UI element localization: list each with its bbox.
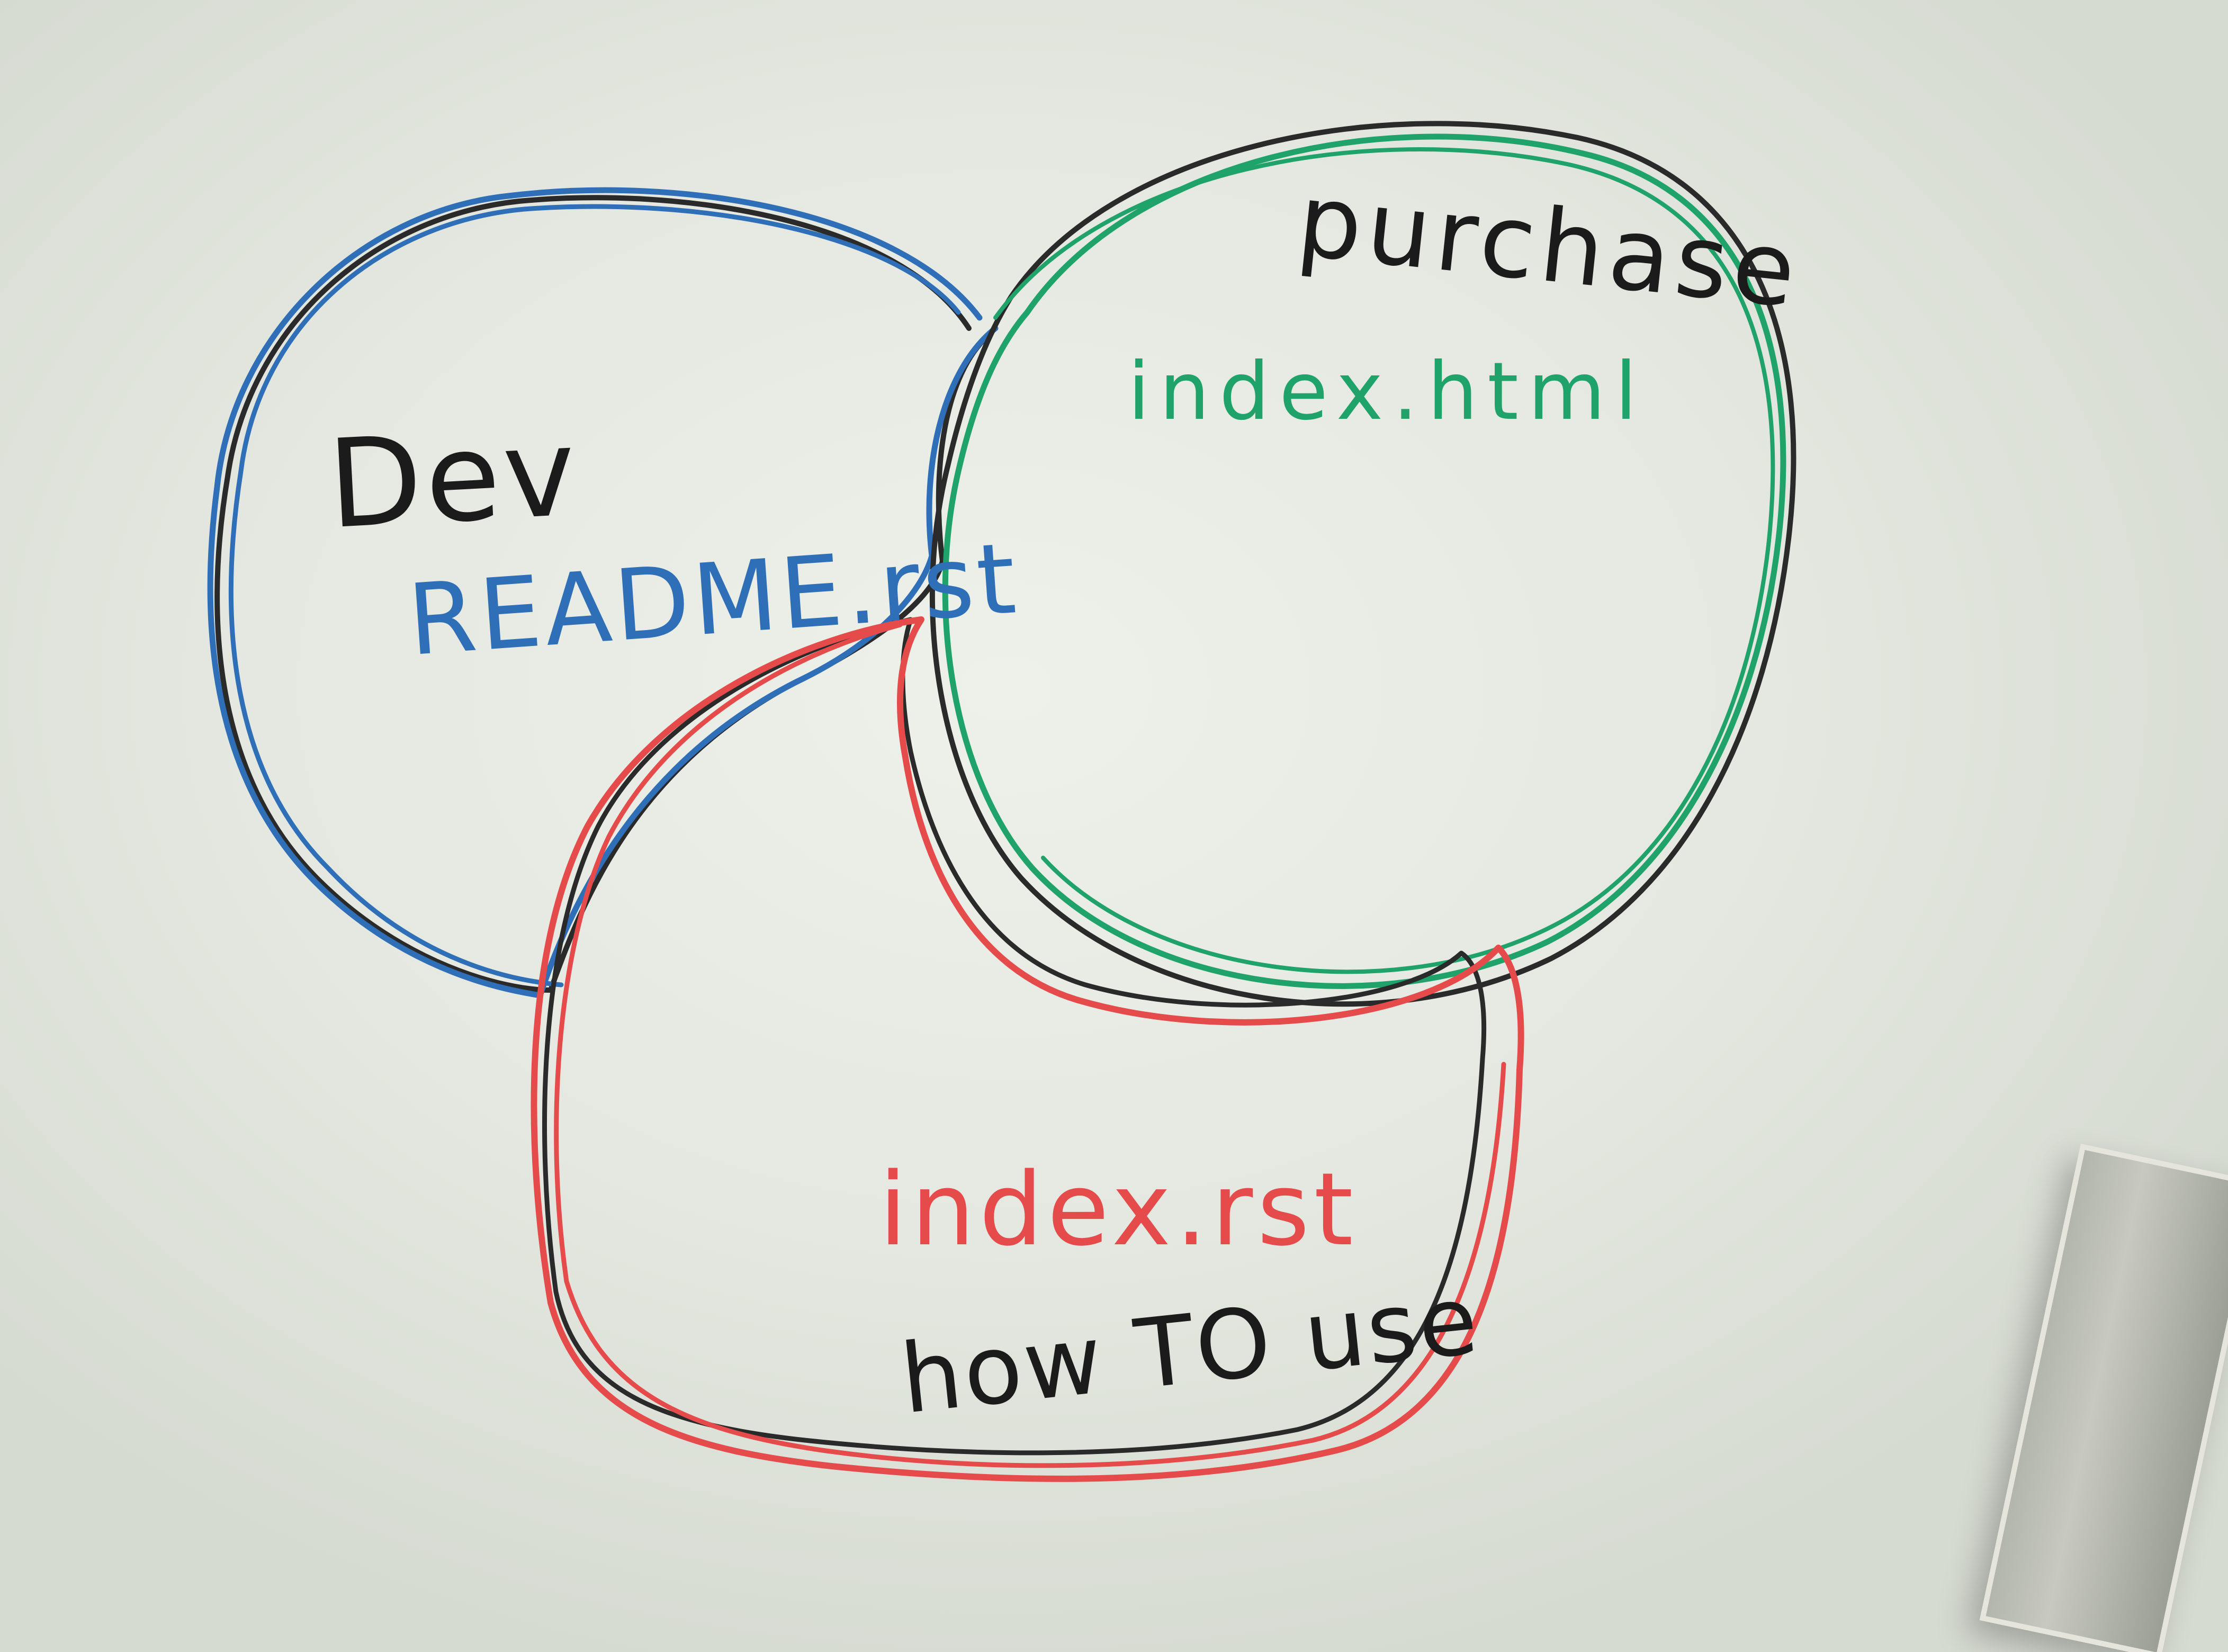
- dev-set-title: Dev: [325, 401, 582, 556]
- dev-set-outline: [207, 187, 999, 999]
- how-to-use-set-outline: [531, 616, 1524, 1482]
- purchase-set-outline: [929, 121, 1796, 1007]
- how-to-use-set-file-label: index.rst: [879, 1151, 1358, 1268]
- purchase-set-file-label: index.html: [1128, 346, 1647, 438]
